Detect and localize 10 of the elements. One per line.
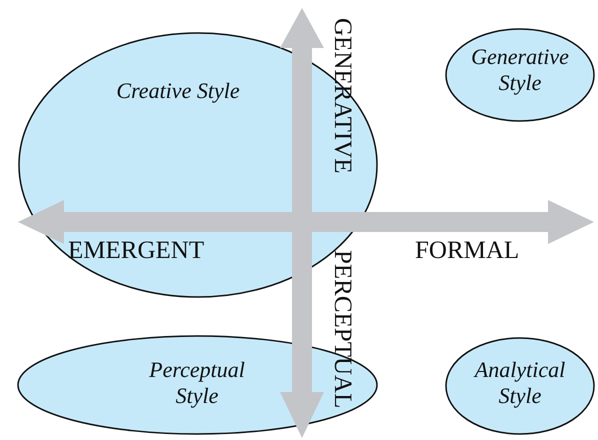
ellipse-node [445, 28, 595, 122]
axis-label: PERCEPTUAL [328, 250, 356, 408]
style-label: Generative Style [470, 44, 570, 96]
style-label: Perceptual Style [148, 357, 246, 409]
axis-label: GENERATIVE [328, 18, 356, 174]
axis-label: FORMAL [415, 237, 520, 265]
axis-label: EMERGENT [68, 237, 204, 265]
style-label: Creative Style [115, 78, 241, 104]
style-label: Analytical Style [472, 357, 566, 409]
ellipse-node [445, 337, 595, 435]
